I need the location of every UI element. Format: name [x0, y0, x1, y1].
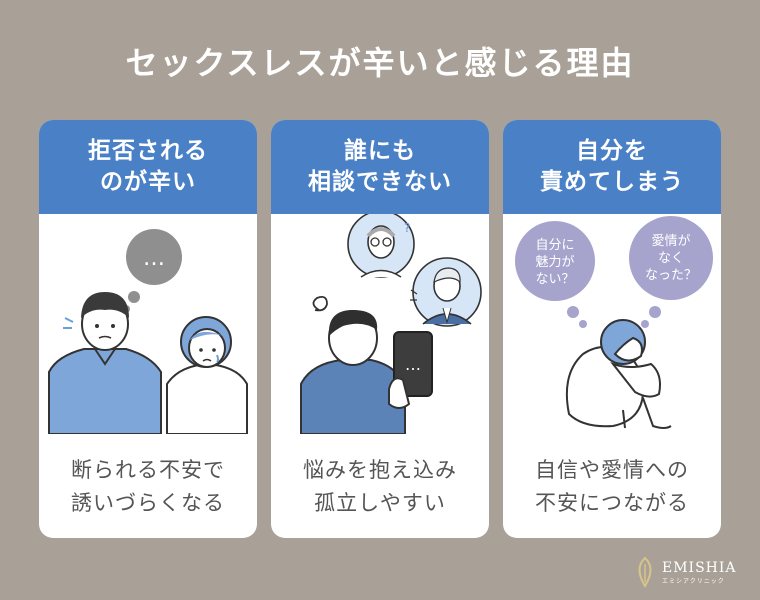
svg-text:?: ? [404, 221, 410, 235]
card-header-line: 自分を [576, 137, 648, 164]
rejected-couple-illustration: … [48, 229, 248, 434]
card-caption-line: 不安につながる [535, 490, 689, 515]
card-header: 誰にも 相談できない [271, 120, 489, 214]
thought-bubble [126, 229, 182, 285]
woman-face [188, 328, 226, 368]
isolated-man-illustration: ? … [300, 214, 482, 434]
thought-bubble-text: … [143, 246, 165, 271]
card-header: 拒否される のが辛い [39, 120, 257, 214]
thought-bubble-left-line: ない？ [535, 272, 574, 287]
logo-name: EMISHIA [662, 559, 737, 576]
card-caption-line: 断られる不安で [71, 458, 225, 482]
card-caption-line: 悩みを抱え込み [303, 458, 457, 482]
card-caption: 断られる不安で 誘いづらくなる [39, 454, 257, 519]
card-no-one-to-talk: 誰にも 相談できない ? … 悩みを抱え込み 孤立しやすい [271, 120, 489, 538]
page-title: セックスレスが辛いと感じる理由 [125, 44, 635, 82]
self-blaming-person-illustration: 自分に 魅力が ない？ 愛情が なく なった？ [515, 216, 713, 429]
man-hand [388, 377, 411, 409]
card-header-line: のが辛い [100, 169, 196, 195]
thought-bubble-right-line: 愛情が [651, 234, 690, 249]
phone-screen-text: … [405, 355, 421, 374]
card-caption-line: 誘いづらくなる [71, 490, 225, 515]
thought-bubble-right-line: なく [658, 251, 684, 266]
thought-bubble-left-line: 魅力が [535, 255, 574, 270]
card-header: 自分を 責めてしまう [503, 120, 721, 214]
man-hair [81, 292, 129, 318]
card-caption-line: 自信や愛情への [535, 458, 689, 482]
card-caption-line: 孤立しやすい [314, 490, 446, 515]
card-header-line: 誰にも [344, 137, 416, 164]
thought-bubble-left-line: 自分に [535, 238, 574, 253]
man-shirt [48, 348, 162, 434]
card-header-line: 責めてしまう [540, 169, 684, 195]
card-self-blame: 自分を 責めてしまう 自分に 魅力が ない？ 愛情が なく なった？ 自信や愛情… [503, 120, 721, 538]
card-header-line: 拒否される [88, 137, 208, 164]
worry-swirl [312, 295, 328, 312]
card-rejection: 拒否される のが辛い … 断られる不安で 誘いづらくなる [39, 120, 257, 538]
card-caption: 自信や愛情への 不安につながる [503, 454, 721, 519]
man-hair [328, 310, 378, 336]
person-face [613, 336, 643, 362]
logo-subtitle: エミシアクリニック [662, 577, 725, 585]
thought-bubble-dot [128, 291, 140, 303]
person-knees [610, 361, 661, 398]
thought-bubble-left [515, 221, 595, 301]
leaf-logo-icon [638, 556, 652, 588]
emishia-logo: EMISHIA エミシアクリニック [632, 556, 737, 588]
thought-bubble-right [629, 216, 713, 300]
thought-bubble-right-line: なった？ [645, 268, 697, 283]
card-header-line: 相談できない [308, 169, 452, 195]
woman-shirt [166, 362, 248, 434]
card-caption: 悩みを抱え込み 孤立しやすい [271, 454, 489, 519]
